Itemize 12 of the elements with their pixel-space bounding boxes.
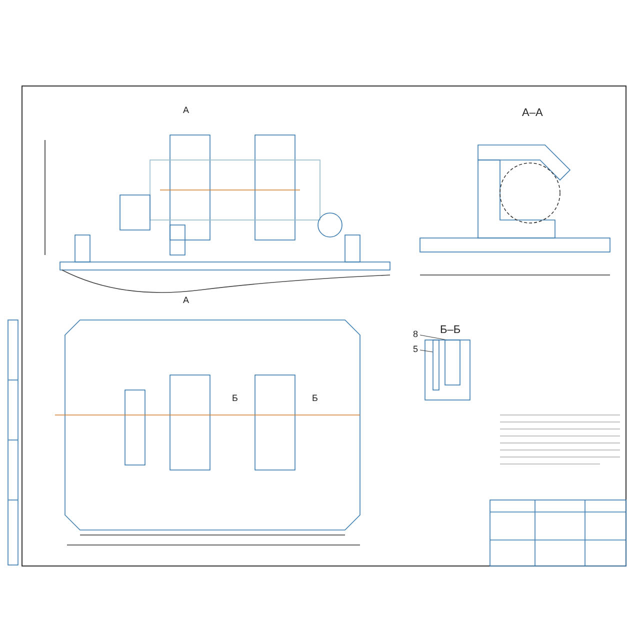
section-mark: А <box>183 106 190 115</box>
section-mark: Б <box>232 394 238 403</box>
callout-number: 8 <box>413 330 418 339</box>
callout-number: 5 <box>413 345 418 354</box>
bolt <box>444 340 460 386</box>
pin <box>432 340 440 390</box>
section-mark: Б <box>312 394 318 403</box>
leader-line <box>420 334 448 340</box>
leader-line <box>420 350 434 352</box>
section-mark: А <box>183 296 190 305</box>
section-title: А–А <box>522 108 543 119</box>
section-title: Б–Б <box>440 325 461 336</box>
